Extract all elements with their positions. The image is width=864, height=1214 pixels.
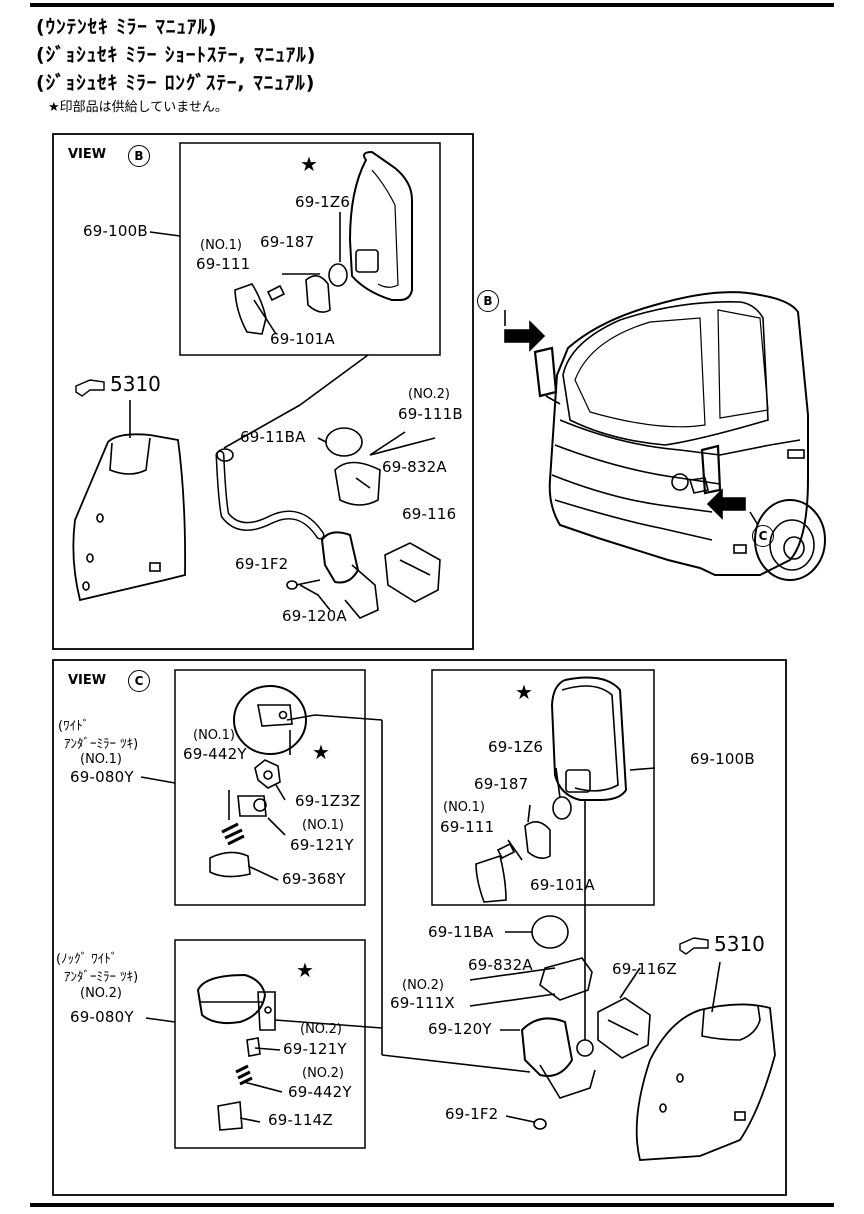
label-69-111-c: 69-111	[440, 818, 495, 836]
label-69-1z6-c: 69-1Z6	[488, 738, 544, 756]
label-69-442y-nonwide: 69-442Y	[288, 1083, 352, 1101]
star-mark-wide: ★	[312, 740, 330, 764]
label-69-832a-c: 69-832A	[468, 956, 533, 974]
nonwide-no2b: (NO.2)	[300, 1022, 342, 1037]
label-69-111: 69-111	[196, 255, 251, 273]
label-69-100b: 69-100B	[83, 222, 148, 240]
label-69-116z: 69-116Z	[612, 960, 677, 978]
label-69-1f2: 69-1F2	[235, 555, 289, 573]
label-69-11ba: 69-11BA	[240, 428, 306, 446]
star-mark-nonwide: ★	[296, 958, 314, 982]
label-69-121y-wide: 69-121Y	[290, 836, 354, 854]
label-69-442y-wide: 69-442Y	[183, 745, 247, 763]
header-line-1: (ｳﾝﾃﾝｾｷ ﾐﾗｰ ﾏﾆｭｱﾙ)	[36, 16, 218, 38]
label-69-1z6: 69-1Z6	[295, 193, 351, 211]
label-69-1f2-c: 69-1F2	[445, 1105, 499, 1123]
label-69-187: 69-187	[260, 233, 315, 251]
truck-ref-c: C	[752, 525, 774, 547]
view-c-ref-circle: C	[128, 670, 150, 692]
label-69-187-c: 69-187	[474, 775, 529, 793]
right-no2: (NO.2)	[402, 978, 444, 993]
nonwide-no2c: (NO.2)	[302, 1066, 344, 1081]
wide-no1: (NO.1)	[80, 752, 122, 767]
wide-note-line1: (ﾜｲﾄﾞ	[58, 719, 90, 734]
label-69-120a: 69-120A	[282, 607, 347, 625]
label-69-116: 69-116	[402, 505, 457, 523]
ref-5310: 5310	[110, 372, 161, 396]
label-69-121y-nonwide: 69-121Y	[283, 1040, 347, 1058]
truck-ref-b: B	[477, 290, 499, 312]
label-69-11ba-c: 69-11BA	[428, 923, 494, 941]
label-69-832a: 69-832A	[382, 458, 447, 476]
wide-no1c: (NO.1)	[302, 818, 344, 833]
label-69-080y-wide: 69-080Y	[70, 768, 134, 786]
nonwide-note-line2: ｱﾝﾀﾞｰﾐﾗｰ ﾂｷ)	[64, 970, 139, 985]
not-supplied-note: ★印部品は供給していません。	[48, 100, 228, 115]
label-69-1z3z: 69-1Z3Z	[295, 792, 361, 810]
label-69-111b: 69-111B	[398, 405, 463, 423]
wide-no1b: (NO.1)	[193, 728, 235, 743]
nonwide-note-line1: (ﾉｯｸﾞ ﾜｲﾄﾞ	[56, 952, 118, 967]
right-no1: (NO.1)	[443, 800, 485, 815]
star-mark: ★	[300, 152, 318, 176]
view-b-ref-circle: B	[128, 145, 150, 167]
label-69-368y: 69-368Y	[282, 870, 346, 888]
label-69-101a: 69-101A	[270, 330, 335, 348]
header-line-3: (ｼﾞｮｼｭｾｷ ﾐﾗｰ ﾛﾝｸﾞｽﾃｰ, ﾏﾆｭｱﾙ)	[36, 72, 316, 94]
label-69-114z: 69-114Z	[268, 1111, 333, 1129]
label-69-120y: 69-120Y	[428, 1020, 492, 1038]
view-c-title: VIEW	[68, 673, 107, 688]
header-line-2: (ｼﾞｮｼｭｾｷ ﾐﾗｰ ｼｮｰﾄｽﾃｰ, ﾏﾆｭｱﾙ)	[36, 44, 317, 66]
label-69-101a-c: 69-101A	[530, 876, 595, 894]
label-69-080y-nonwide: 69-080Y	[70, 1008, 134, 1026]
label-no1: (NO.1)	[200, 238, 242, 253]
wide-note-line2: ｱﾝﾀﾞｰﾐﾗｰ ﾂｷ)	[64, 737, 139, 752]
nonwide-no2: (NO.2)	[80, 986, 122, 1001]
ref-5310-c: 5310	[714, 932, 765, 956]
label-69-111x: 69-111X	[390, 994, 455, 1012]
view-b-title: VIEW	[68, 147, 107, 162]
label-69-100b-c: 69-100B	[690, 750, 755, 768]
star-mark-right: ★	[515, 680, 533, 704]
label-no2: (NO.2)	[408, 387, 450, 402]
